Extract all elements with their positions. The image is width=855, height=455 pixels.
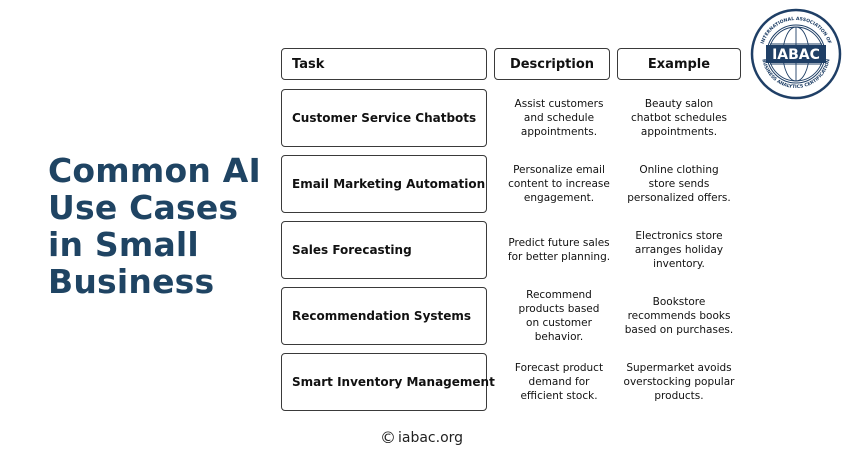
title-line-1: Common AI — [48, 151, 261, 190]
description-cell: Assist customers and schedule appointments… — [494, 89, 624, 147]
example-line: recommends books — [627, 310, 731, 322]
example-line: store sends — [648, 178, 710, 190]
example-line: Bookstore — [652, 296, 706, 308]
task-cell: Email Marketing Automation — [281, 155, 487, 213]
description-line: Assist customers — [514, 98, 604, 110]
logo-text: IABAC — [772, 47, 820, 63]
example-line: appointments. — [640, 126, 718, 138]
header-task: Task — [281, 48, 487, 80]
example-line: Beauty salon — [644, 98, 714, 110]
description-line: Forecast product — [514, 362, 604, 374]
task-cell: Recommendation Systems — [281, 287, 487, 345]
example-line: arranges holiday — [634, 244, 724, 256]
description-line: Personalize email — [513, 164, 605, 176]
description-cell: Predict future sales for better planning. — [494, 221, 624, 279]
example-line: Supermarket avoids — [626, 362, 732, 374]
example-cell: Online clothing store sends personalized o… — [617, 155, 741, 213]
description-cell: Recommend products based on customer behavi… — [494, 287, 624, 345]
description-line: on customer — [526, 317, 592, 329]
title-line-2: Use Cases — [48, 188, 239, 227]
description-line: demand for — [528, 376, 590, 388]
example-line: overstocking popular — [623, 376, 735, 388]
description-line: content to increase — [508, 178, 610, 190]
task-cell: Customer Service Chatbots — [281, 89, 487, 147]
description-line: products based — [518, 303, 600, 315]
title-line-4: Business — [48, 262, 215, 301]
example-cell: Electronics store arranges holiday invento… — [617, 221, 741, 279]
description-line: appointments. — [520, 126, 598, 138]
example-line: based on purchases. — [624, 324, 734, 336]
page-title: Common AI Use Cases in Small Business — [48, 152, 273, 300]
description-line: Predict future sales — [508, 237, 610, 249]
footer-site: iabac.org — [398, 429, 464, 446]
description-line: behavior. — [534, 331, 584, 343]
task-cell: Smart Inventory Management — [281, 353, 495, 411]
example-cell: Bookstore recommends books based on purcha… — [617, 287, 741, 345]
description-line: for better planning. — [507, 251, 611, 263]
description-line: engagement. — [523, 192, 595, 204]
example-line: Electronics store — [635, 230, 723, 242]
header-example: Example — [617, 48, 741, 80]
description-line: and schedule — [523, 112, 595, 124]
example-line: products. — [654, 390, 704, 402]
iabac-logo: IABAC INTERNATIONAL ASSOCIATION OF BUSIN… — [750, 8, 842, 100]
copyright-icon: © — [380, 428, 396, 447]
description-line: Recommend — [526, 289, 592, 301]
example-cell: Beauty salon chatbot schedules appointment… — [617, 89, 741, 147]
header-description: Description — [494, 48, 610, 80]
description-line: efficient stock. — [520, 390, 598, 402]
task-cell: Sales Forecasting — [281, 221, 487, 279]
example-line: personalized offers. — [627, 192, 731, 204]
example-cell: Supermarket avoids overstocking popular pr… — [617, 353, 741, 411]
example-line: Online clothing — [639, 164, 719, 176]
description-cell: Personalize email content to increase enga… — [494, 155, 624, 213]
example-line: chatbot schedules — [630, 112, 728, 124]
footer: © iabac.org — [380, 428, 463, 447]
title-line-3: in Small — [48, 225, 199, 264]
example-line: inventory. — [653, 258, 705, 270]
description-cell: Forecast product demand for efficient stoc… — [494, 353, 624, 411]
